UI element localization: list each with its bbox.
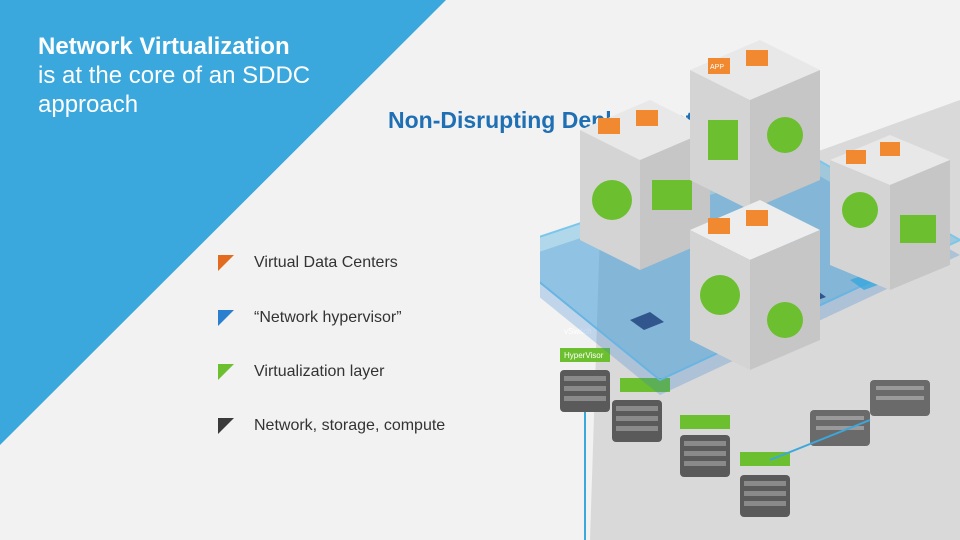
bullet-label: Virtualization layer bbox=[254, 363, 385, 380]
bullet-item: Virtualization layer bbox=[218, 361, 384, 383]
cable-line bbox=[769, 419, 871, 461]
hypervisor-label: HyperVisor bbox=[564, 351, 604, 360]
virtual-datacenter-cube bbox=[830, 135, 950, 290]
hypervisor-layer: HyperVisor vSwitch bbox=[560, 327, 790, 466]
triangle-bullet-icon bbox=[218, 310, 234, 326]
bullet-label: Virtual Data Centers bbox=[254, 254, 398, 271]
bullet-item: Virtual Data Centers bbox=[218, 252, 398, 274]
triangle-bullet-icon bbox=[218, 255, 234, 271]
bullet-label: “Network hypervisor” bbox=[254, 309, 402, 326]
virtual-datacenter-cube: APP bbox=[690, 40, 820, 210]
slide-title: Network Virtualization is at the core of… bbox=[38, 32, 358, 119]
slide-title-rest: is at the core of an SDDC approach bbox=[38, 62, 311, 118]
triangle-bullet-icon bbox=[218, 364, 234, 380]
bullet-label: Network, storage, compute bbox=[254, 417, 446, 434]
triangle-bullet-icon bbox=[218, 418, 234, 434]
virtual-datacenter-cube bbox=[690, 200, 820, 370]
server-rack-group bbox=[560, 370, 930, 517]
app-tile-label: APP bbox=[710, 64, 724, 71]
vswitch-label: vSwitch bbox=[564, 327, 592, 336]
slide-title-bold: Network Virtualization bbox=[38, 33, 290, 60]
sddc-illustration: HyperVisor vSwitch APP bbox=[540, 40, 960, 540]
bullet-item: “Network hypervisor” bbox=[218, 307, 402, 329]
bullet-item: Network, storage, compute bbox=[218, 415, 445, 437]
